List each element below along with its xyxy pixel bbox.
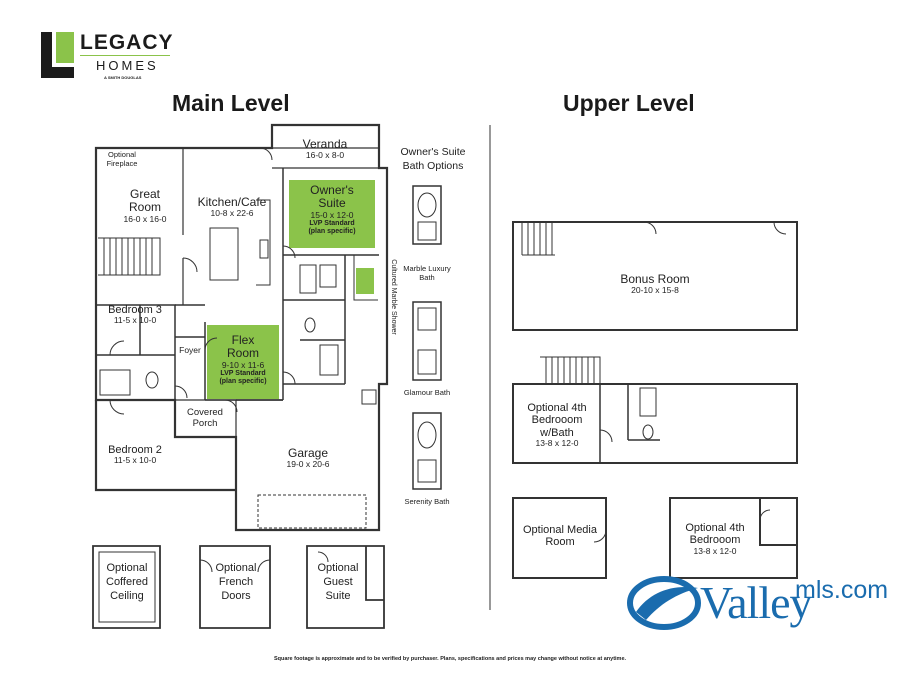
logo-mark xyxy=(41,32,74,78)
opt4-bath-label: Optional 4th Bedrooom w/Bath 13-8 x 12-0 xyxy=(514,402,600,448)
kitchen-name: Kitchen/Cafe xyxy=(197,195,267,209)
option-coffered-ceiling: Optional Coffered Ceiling xyxy=(106,562,148,602)
flex-room-dims: 9-10 x 11-6 xyxy=(221,359,265,370)
bedroom3-name: Bedroom 3 xyxy=(108,304,162,316)
garage-dims: 19-0 x 20-6 xyxy=(286,459,330,470)
veranda-name: Veranda xyxy=(302,137,348,151)
footer-disclaimer: Square footage is approximate and to be … xyxy=(273,656,627,662)
owners-suite-note: LVP Standard (plan specific) xyxy=(308,220,356,235)
bedroom3-label: Bedroom 3 11-5 x 10-0 xyxy=(100,304,170,326)
bonus-room-dims: 20-10 x 15-8 xyxy=(631,285,679,296)
veranda-dims: 16-0 x 8-0 xyxy=(305,150,345,161)
main-outer-wall xyxy=(94,123,389,532)
porch-label: Covered Porch xyxy=(187,407,223,429)
flex-room-label: Flex Room 9-10 x 11-6 LVP Standard (plan… xyxy=(207,333,279,385)
bath-option-glamour: Glamour Bath xyxy=(403,388,451,397)
bath-option-marble: Marble Luxury Bath xyxy=(403,264,451,282)
upper-level-heading: Upper Level xyxy=(563,90,695,116)
opt4-bath-dims: 13-8 x 12-0 xyxy=(535,437,579,448)
flex-room-name: Flex Room xyxy=(226,333,259,361)
kitchen-label: Kitchen/Cafe 10-8 x 22-6 xyxy=(184,195,280,219)
owners-suite-fill xyxy=(289,180,375,248)
brand-tagline: A SMITH DOUGLAS xyxy=(104,75,142,80)
media-room-label: Optional Media Room xyxy=(518,524,602,549)
watermark-suffix: mls.com xyxy=(795,576,889,604)
veranda-label: Veranda 16-0 x 8-0 xyxy=(280,137,370,161)
bedroom2-label: Bedroom 2 11-5 x 10-0 xyxy=(100,444,170,466)
great-room-label: Great Room 16-0 x 16-0 xyxy=(110,187,180,224)
flex-room-note: LVP Standard (plan specific) xyxy=(219,370,267,385)
watermark-text: Valley xyxy=(700,577,813,628)
bath-option-serenity: Serenity Bath xyxy=(404,497,450,506)
owners-suite-name: Owner's Suite xyxy=(310,183,354,211)
brand-sub: HOMES xyxy=(96,58,159,73)
bath-options-heading: Owner's Suite Bath Options xyxy=(400,146,466,172)
brand-name: LEGACY xyxy=(80,31,174,54)
media-room-wall xyxy=(512,497,607,579)
kitchen-dims: 10-8 x 22-6 xyxy=(210,208,254,219)
bedroom2-dims: 11-5 x 10-0 xyxy=(113,455,157,466)
media-room-name: Optional Media Room xyxy=(523,524,597,549)
bonus-room-wall xyxy=(512,221,798,331)
bonus-room-label: Bonus Room 20-10 x 15-8 xyxy=(600,272,710,296)
foyer-label: Foyer xyxy=(179,345,201,355)
option-guest-suite: Optional Guest Suite xyxy=(317,562,359,602)
bedroom3-dims: 11-5 x 10-0 xyxy=(113,315,157,326)
garage-label: Garage 19-0 x 20-6 xyxy=(268,446,348,470)
garage-name: Garage xyxy=(287,446,329,460)
bedroom2-name: Bedroom 2 xyxy=(108,444,162,456)
opt4-name: Optional 4th Bedrooom xyxy=(685,522,745,547)
option-french-doors: Optional French Doors xyxy=(215,562,257,602)
opt4-bath-name: Optional 4th Bedrooom w/Bath xyxy=(527,402,587,439)
brand-rule xyxy=(80,55,170,56)
great-room-dims: 16-0 x 16-0 xyxy=(123,213,167,224)
shower-fill xyxy=(356,268,374,294)
flex-room-fill xyxy=(207,325,279,399)
bedroom2-wall xyxy=(94,400,236,492)
owners-suite-dims: 15-0 x 12-0 xyxy=(310,209,354,220)
fireplace-label: Optional Fireplace xyxy=(106,150,138,168)
great-room-name: Great Room xyxy=(128,187,161,215)
main-level-heading: Main Level xyxy=(172,90,290,116)
opt4-bath-wall xyxy=(512,383,798,464)
opt4-label: Optional 4th Bedrooom 13-8 x 12-0 xyxy=(672,522,758,556)
opt4-dims: 13-8 x 12-0 xyxy=(693,545,737,556)
opt4-wall xyxy=(669,497,798,579)
bonus-room-name: Bonus Room xyxy=(620,272,690,286)
owners-suite-label: Owner's Suite 15-0 x 12-0 LVP Standard (… xyxy=(290,183,374,235)
